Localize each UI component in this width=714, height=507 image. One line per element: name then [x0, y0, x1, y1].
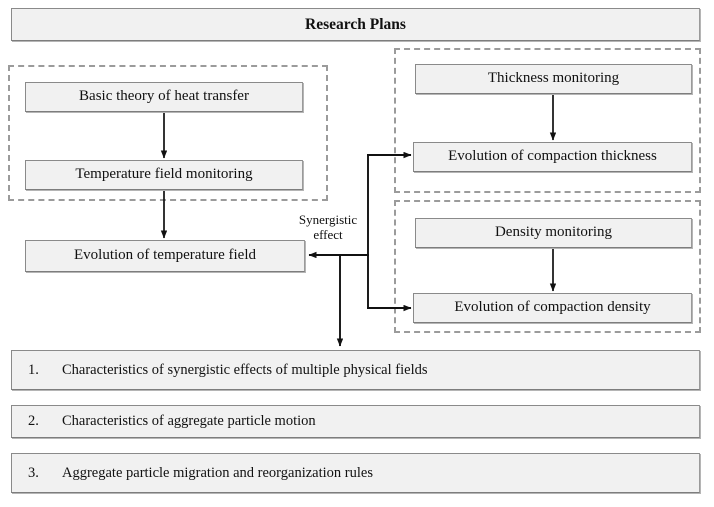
outcome-2-number: 2.: [28, 413, 39, 430]
diagram-title: Research Plans: [11, 8, 700, 41]
outcome-1-number: 1.: [28, 361, 39, 378]
outcome-item-3: 3. Aggregate particle migration and reor…: [11, 453, 700, 493]
edge-label-line-2: effect: [313, 226, 343, 242]
edge-label-line-1: Synergistic: [298, 212, 358, 227]
outcome-2-text: Characteristics of aggregate particle mo…: [62, 413, 316, 430]
node-temperature-field-monitoring: Temperature field monitoring: [25, 160, 303, 190]
outcome-1-text: Characteristics of synergistic effects o…: [62, 361, 428, 378]
node-basic-theory-of-heat-transfer: Basic theory of heat transfer: [25, 82, 303, 112]
node-evolution-of-compaction-density: Evolution of compaction density: [413, 293, 692, 323]
outcome-3-number: 3.: [28, 464, 39, 481]
node-density-monitoring: Density monitoring: [415, 218, 692, 248]
edge-label-synergistic-effect: Synergistic effect: [288, 212, 368, 242]
outcome-3-text: Aggregate particle migration and reorgan…: [62, 464, 373, 481]
node-thickness-monitoring: Thickness monitoring: [415, 64, 692, 94]
outcome-item-1: 1. Characteristics of synergistic effect…: [11, 350, 700, 390]
node-evolution-of-temperature-field: Evolution of temperature field: [25, 240, 305, 272]
node-evolution-of-compaction-thickness: Evolution of compaction thickness: [413, 142, 692, 172]
outcome-item-2: 2. Characteristics of aggregate particle…: [11, 405, 700, 438]
